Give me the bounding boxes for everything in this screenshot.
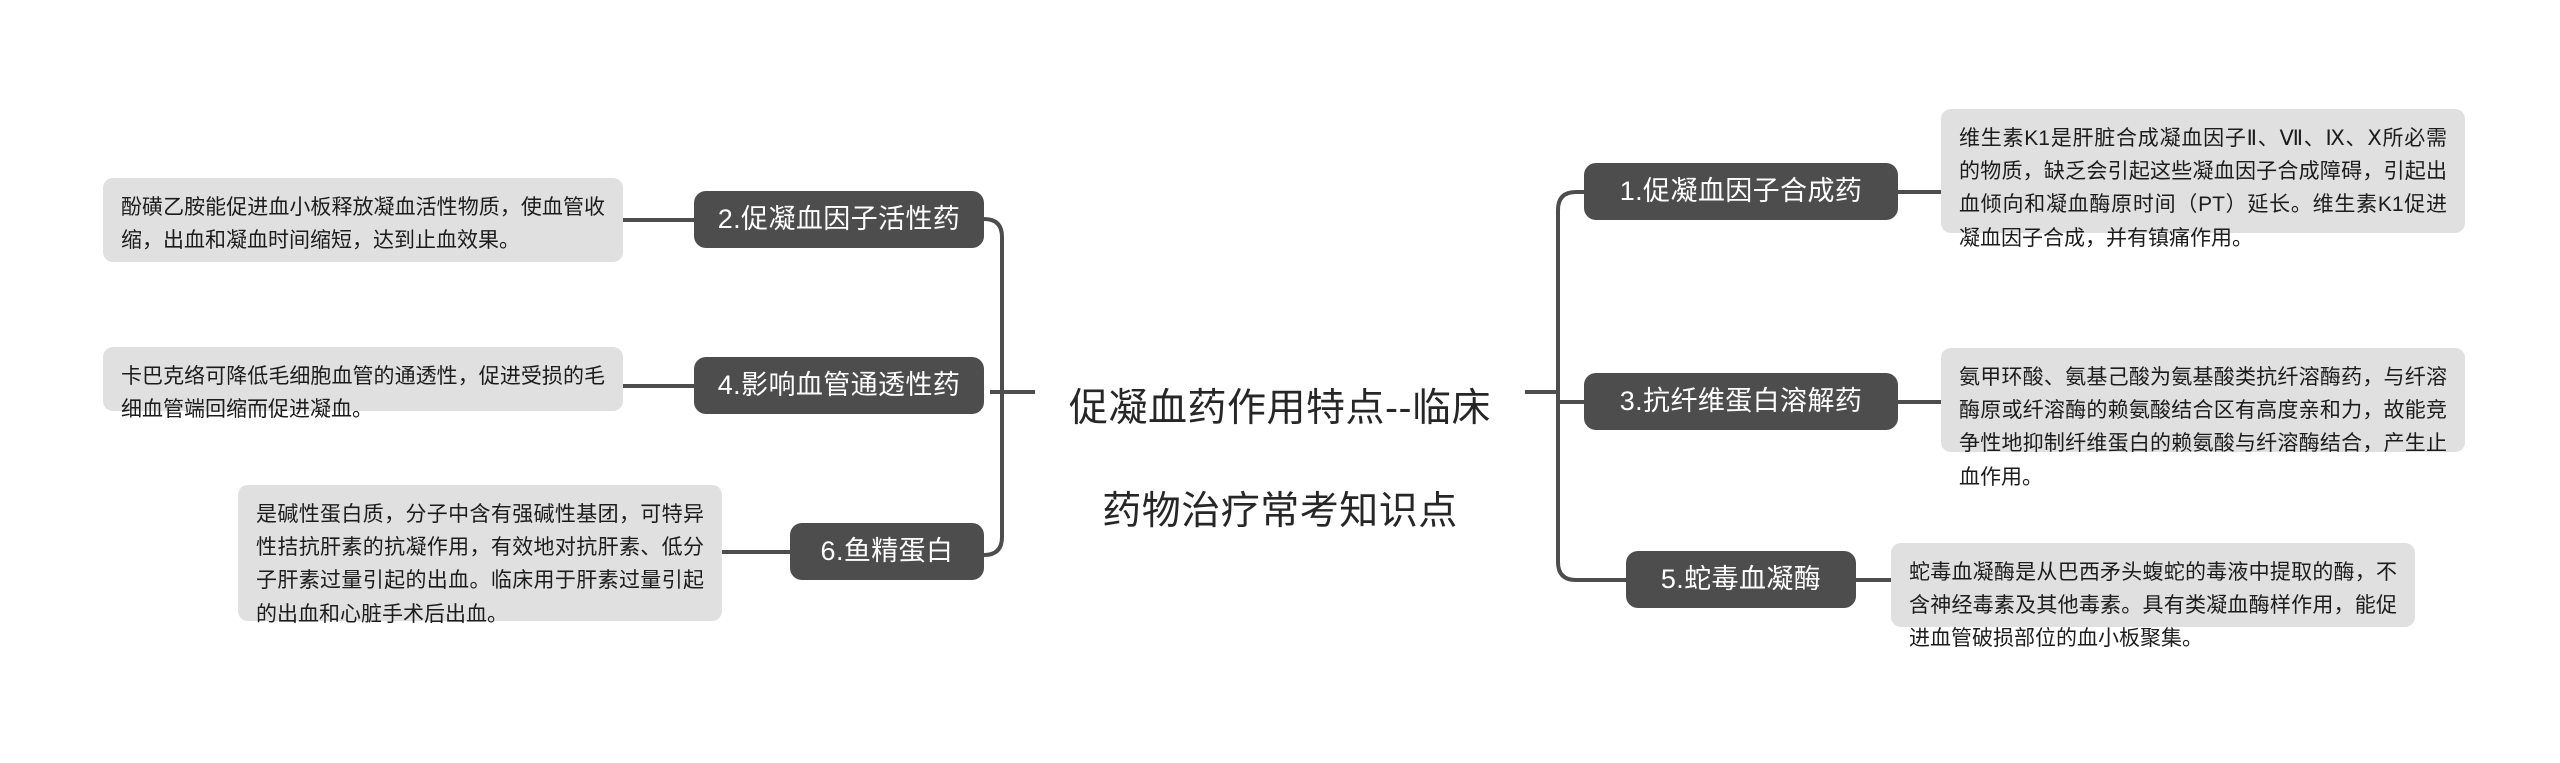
node-branch-1[interactable]: 1.促凝血因子合成药 [1584,163,1898,220]
node-branch-3[interactable]: 3.抗纤维蛋白溶解药 [1584,373,1898,430]
center-topic-line-2: 药物治疗常考知识点 [1102,490,1458,534]
detail-branch-6[interactable]: 是碱性蛋白质，分子中含有强碱性基团，可特异性拮抗肝素的抗凝作用，有效地对抗肝素、… [238,485,722,626]
node-label: 1.促凝血因子合成药 [1619,176,1863,206]
node-label: 2.促凝血因子活性药 [717,204,961,234]
detail-branch-5[interactable]: 蛇毒血凝酶是从巴西矛头蝮蛇的毒液中提取的酶，不含神经毒素及其他毒素。具有类凝血酶… [1891,543,2415,650]
detail-branch-2[interactable]: 酚磺乙胺能促进血小板释放凝血活性物质，使血管收缩，出血和凝血时间缩短，达到止血效… [103,178,623,262]
connector-left-bracket [983,217,1004,557]
connector-right-bracket [1556,190,1577,582]
center-topic-line-1: 促凝血药作用特点--临床 [1069,387,1491,431]
node-label: 5.蛇毒血凝酶 [1660,564,1822,594]
center-topic[interactable]: 促凝血药作用特点--临床 药物治疗常考知识点 [1035,332,1525,589]
detail-branch-1[interactable]: 维生素K1是肝脏合成凝血因子Ⅱ、Ⅶ、Ⅸ、Ⅹ所必需的物质，缺乏会引起这些凝血因子合… [1941,109,2465,250]
detail-branch-3[interactable]: 氨甲环酸、氨基己酸为氨基酸类抗纤溶酶药，与纤溶酶原或纤溶酶的赖氨酸结合区有高度亲… [1941,348,2465,489]
node-branch-6[interactable]: 6.鱼精蛋白 [790,523,984,580]
detail-branch-4[interactable]: 卡巴克络可降低毛细胞血管的通透性，促进受损的毛细血管端回缩而促进凝血。 [103,347,623,421]
node-branch-2[interactable]: 2.促凝血因子活性药 [694,191,984,248]
node-label: 6.鱼精蛋白 [820,536,954,566]
node-label: 4.影响血管通透性药 [717,370,961,400]
node-label: 3.抗纤维蛋白溶解药 [1619,386,1863,416]
node-branch-5[interactable]: 5.蛇毒血凝酶 [1626,551,1856,608]
node-branch-4[interactable]: 4.影响血管通透性药 [694,357,984,414]
